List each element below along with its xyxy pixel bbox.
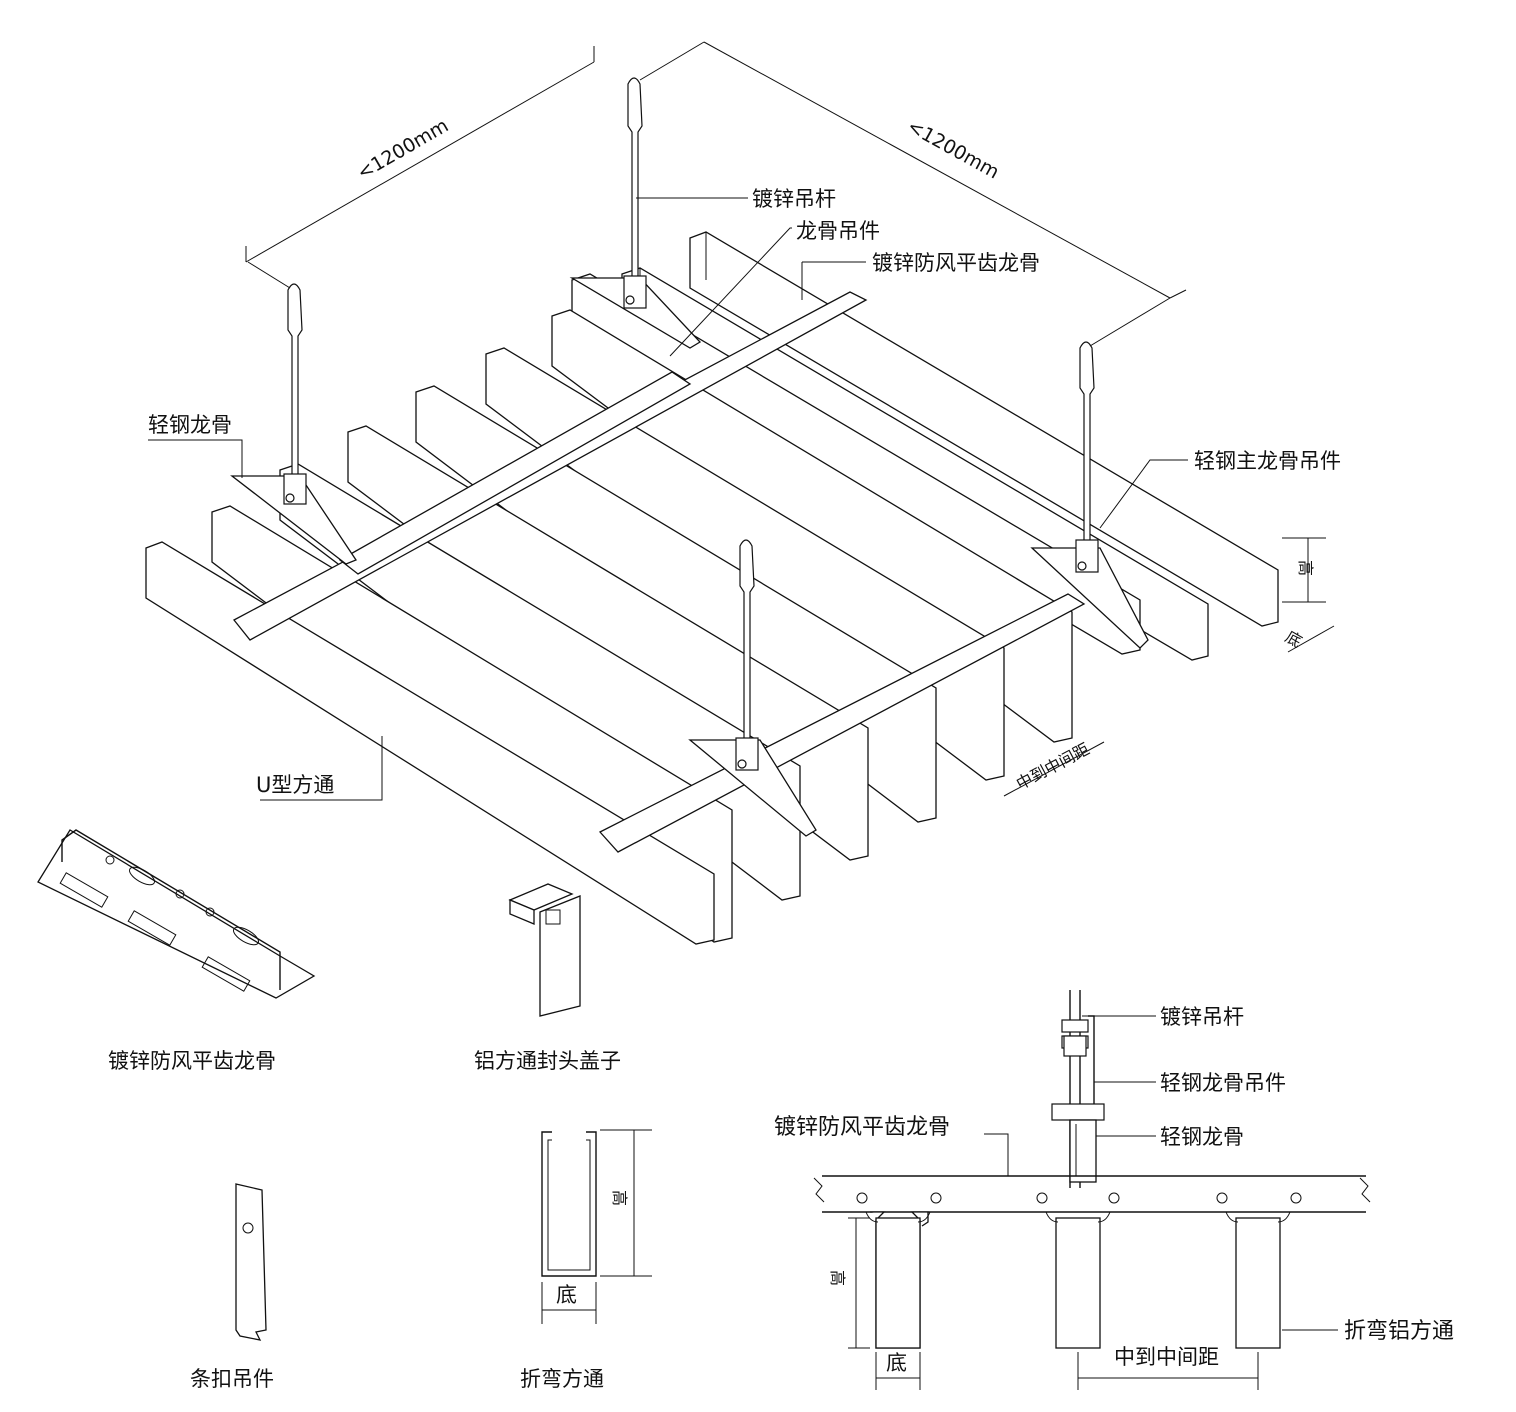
section-height: 高 xyxy=(828,1270,847,1286)
label-galvanized-rod: 镀锌吊杆 xyxy=(752,187,836,211)
hanger-rod xyxy=(283,283,307,505)
leaders xyxy=(148,197,1335,801)
dimension-left: <1200mm xyxy=(354,115,453,185)
part-label-windproof-keel: 镀锌防风平齿龙骨 xyxy=(108,1049,276,1073)
label-height: 高 xyxy=(1296,560,1315,576)
clip-hanger-part xyxy=(235,1183,267,1341)
label-spacing: 中到中间距 xyxy=(1013,739,1093,793)
part-label-clip-hanger: 条扣吊件 xyxy=(190,1367,274,1391)
section-label-windproof-keel: 镀锌防风平齿龙骨 xyxy=(774,1115,950,1140)
u-tube xyxy=(689,231,1279,627)
hanger-rod xyxy=(1075,341,1099,573)
bent-tube-bottom: 底 xyxy=(556,1283,577,1307)
u-tube-front xyxy=(145,541,715,945)
label-main-keel-hanger: 轻钢主龙骨吊件 xyxy=(1194,449,1341,473)
parts-illustrations: 镀锌防风平齿龙骨 铝方通封头盖子 条扣吊件 高 底 折弯方通 xyxy=(37,829,652,1391)
label-windproof-keel: 镀锌防风平齿龙骨 xyxy=(872,251,1040,275)
bent-tube-part xyxy=(541,1129,652,1324)
section-tubes xyxy=(865,1211,1291,1349)
light-steel-keels xyxy=(230,277,1149,837)
windproof-keel-part xyxy=(37,829,316,999)
label-light-steel-keel: 轻钢龙骨 xyxy=(148,413,232,437)
section-label-keel-hanger: 轻钢龙骨吊件 xyxy=(1160,1071,1286,1095)
section-spacing: 中到中间距 xyxy=(1114,1345,1219,1369)
label-bottom: 底 xyxy=(1282,627,1305,651)
section-bottom: 底 xyxy=(886,1351,907,1375)
section-label-bent-tube: 折弯铝方通 xyxy=(1344,1319,1454,1344)
part-label-end-cap: 铝方通封头盖子 xyxy=(474,1049,621,1073)
hanger-rods xyxy=(283,77,1099,771)
hanger-rod xyxy=(623,77,647,309)
cross-section: 镀锌吊杆 轻钢龙骨吊件 轻钢龙骨 镀锌防风平齿龙骨 折弯铝方通 高 底 中到中间… xyxy=(774,990,1454,1390)
dimension-right: <1200mm xyxy=(904,115,1003,183)
end-cap-part xyxy=(508,883,581,1017)
label-keel-hanger: 龙骨吊件 xyxy=(796,219,880,243)
section-label-light-keel: 轻钢龙骨 xyxy=(1160,1125,1244,1149)
label-u-tube: U型方通 xyxy=(256,773,334,797)
dimension-lines xyxy=(245,41,1187,347)
hanger-rod xyxy=(735,539,759,771)
part-label-bent-tube: 折弯方通 xyxy=(520,1367,604,1391)
windproof-keels xyxy=(233,291,1086,853)
isometric-assembly: <1200mm <1200mm 镀锌吊杆 龙骨吊件 镀锌防风平齿龙骨 轻钢龙骨 … xyxy=(145,41,1341,945)
bent-tube-height: 高 xyxy=(610,1190,629,1206)
section-label-rod: 镀锌吊杆 xyxy=(1160,1005,1244,1029)
